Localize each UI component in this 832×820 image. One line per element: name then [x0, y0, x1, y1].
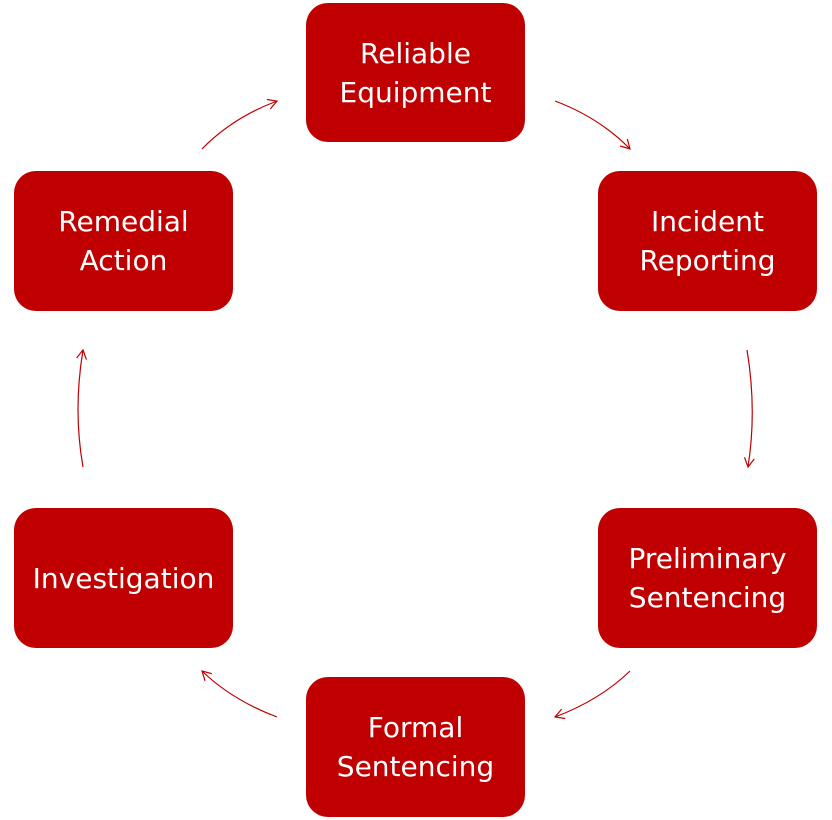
- node-label-line: Sentencing: [336, 750, 495, 783]
- node-incident-reporting: Incident Reporting: [598, 171, 817, 311]
- node-investigation: Investigation: [14, 508, 233, 648]
- arrow-preliminary-sentencing-to-formal-sentencing: [553, 670, 631, 720]
- node-label-line: Reliable: [360, 36, 471, 70]
- arrow-incident-reporting-to-preliminary-sentencing: [743, 349, 755, 469]
- arrow-remedial-action-to-reliable-equipment: [201, 98, 279, 150]
- node-label-line: Incident: [651, 205, 764, 238]
- arrow-investigation-to-remedial-action: [76, 348, 88, 468]
- node-label-line: Formal: [367, 711, 464, 744]
- node-label-line: Reporting: [639, 244, 776, 277]
- node-label-line: Preliminary: [628, 542, 787, 575]
- node-label-line: Remedial: [58, 205, 189, 238]
- arrow-reliable-equipment-to-incident-reporting: [554, 100, 631, 150]
- node-label-line: Action: [79, 244, 168, 277]
- node-reliable-equipment: Reliable Equipment: [306, 3, 525, 142]
- node-label-line: Equipment: [339, 75, 492, 109]
- node-formal-sentencing: Formal Sentencing: [306, 677, 525, 817]
- node-remedial-action: Remedial Action: [14, 171, 233, 311]
- node-preliminary-sentencing: Preliminary Sentencing: [598, 508, 817, 648]
- node-label-line: Investigation: [32, 561, 215, 595]
- node-label-line: Sentencing: [628, 581, 787, 614]
- arrow-formal-sentencing-to-investigation: [201, 670, 278, 718]
